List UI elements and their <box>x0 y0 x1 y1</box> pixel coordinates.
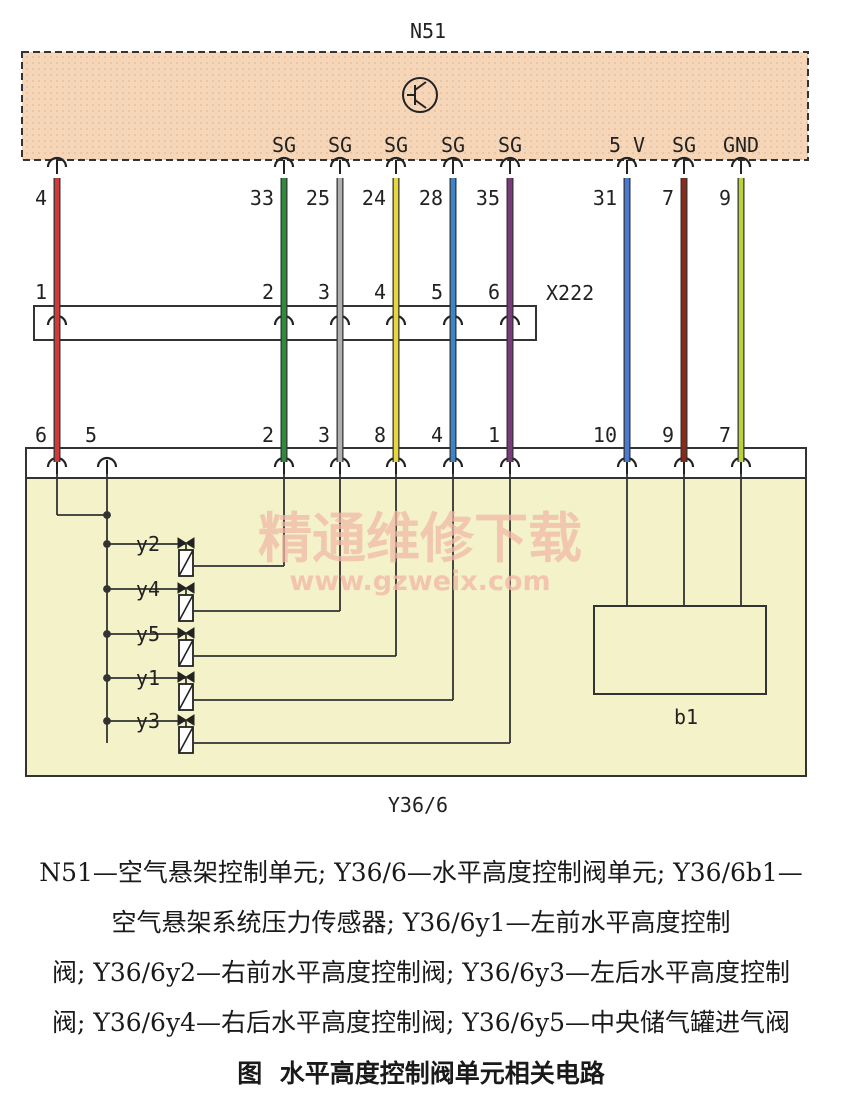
ecu-signal-5: SG <box>498 133 522 157</box>
valve-4-icon <box>177 714 195 726</box>
valve-label-4: y3 <box>136 709 160 733</box>
figure-title: 图 水平高度控制阀单元相关电路 <box>0 1054 842 1090</box>
ecu-socket-1 <box>273 156 295 168</box>
ecu-pin-8: 9 <box>719 186 731 210</box>
unit-pin-1: 5 <box>85 423 97 447</box>
sensor-b1 <box>593 605 767 695</box>
valve-3-slash <box>178 683 194 711</box>
ecu-signal-2: SG <box>328 133 352 157</box>
valve-0-icon <box>177 537 195 549</box>
conn-pin-5: 6 <box>488 280 500 304</box>
ecu-signal-4: SG <box>441 133 465 157</box>
valve-4-slash <box>178 726 194 754</box>
ecu-socket-7 <box>673 156 695 168</box>
ecu-socket-0 <box>46 156 68 168</box>
ecu-socket-4 <box>442 156 464 168</box>
conn-pin-0: 1 <box>35 280 47 304</box>
ecu-signal-8: GND <box>723 133 759 157</box>
unit-pin-8: 9 <box>662 423 674 447</box>
valve-1-icon <box>177 582 195 594</box>
unit-pin-9: 7 <box>719 423 731 447</box>
unit-pin-2: 2 <box>262 423 274 447</box>
ecu-signal-6: 5 V <box>609 133 645 157</box>
ecu-socket-3 <box>385 156 407 168</box>
watermark-url: www.gzweix.com <box>289 566 550 597</box>
caption-line-3: 阀; Y36/6y2—右前水平高度控制阀; Y36/6y3—左后水平高度控制 <box>51 958 791 987</box>
figure-label: 图 <box>237 1059 263 1088</box>
valve-label-1: y4 <box>136 577 160 601</box>
ecu-socket-2 <box>329 156 351 168</box>
ecu-pin-6: 31 <box>593 186 617 210</box>
ecu-pin-0: 4 <box>35 186 47 210</box>
transistor-icon <box>402 77 438 113</box>
unit-pin-6: 1 <box>488 423 500 447</box>
connector-label: X222 <box>546 281 594 305</box>
ecu-socket-6 <box>616 156 638 168</box>
valve-label-2: y5 <box>136 622 160 646</box>
ecu-box <box>21 51 809 161</box>
valve-label-3: y1 <box>136 666 160 690</box>
ecu-pin-2: 25 <box>306 186 330 210</box>
conn-pin-4: 5 <box>431 280 443 304</box>
valve-0-slash <box>178 549 194 577</box>
unit-socket-1 <box>96 456 118 468</box>
caption-line-4: 阀; Y36/6y4—右后水平高度控制阀; Y36/6y5—中央储气罐进气阀 <box>51 1008 791 1037</box>
unit-pin-5: 4 <box>431 423 443 447</box>
unit-pin-0: 6 <box>35 423 47 447</box>
ecu-pin-7: 7 <box>662 186 674 210</box>
valve-2-icon <box>177 627 195 639</box>
conn-pin-3: 4 <box>374 280 386 304</box>
ecu-label: N51 <box>410 19 446 43</box>
conn-pin-1: 2 <box>262 280 274 304</box>
valve-2-slash <box>178 639 194 667</box>
unit-label: Y36/6 <box>388 793 448 817</box>
conn-pin-2: 3 <box>318 280 330 304</box>
ecu-pin-5: 35 <box>476 186 500 210</box>
int-node-top <box>103 511 111 519</box>
ecu-signal-3: SG <box>384 133 408 157</box>
valve-3-icon <box>177 671 195 683</box>
valve-label-0: y2 <box>136 532 160 556</box>
figure-title-text: 水平高度控制阀单元相关电路 <box>279 1059 605 1088</box>
ecu-signal-1: SG <box>272 133 296 157</box>
caption-line-1: N51—空气悬架控制单元; Y36/6—水平高度控制阀单元; Y36/6b1— <box>39 858 803 887</box>
ecu-socket-5 <box>499 156 521 168</box>
ecu-signal-7: SG <box>672 133 696 157</box>
unit-pin-7: 10 <box>593 423 617 447</box>
ecu-pin-3: 24 <box>362 186 386 210</box>
ecu-pin-1: 33 <box>250 186 274 210</box>
unit-connector-strip <box>25 447 807 479</box>
watermark-cn: 精通维修下载 <box>258 507 582 570</box>
ecu-socket-8 <box>730 156 752 168</box>
unit-pin-3: 3 <box>318 423 330 447</box>
unit-pin-4: 8 <box>374 423 386 447</box>
sensor-label: b1 <box>674 705 698 729</box>
caption-line-2: 空气悬架系统压力传感器; Y36/6y1—左前水平高度控制 <box>111 908 731 937</box>
ecu-pin-4: 28 <box>419 186 443 210</box>
valve-1-slash <box>178 594 194 622</box>
